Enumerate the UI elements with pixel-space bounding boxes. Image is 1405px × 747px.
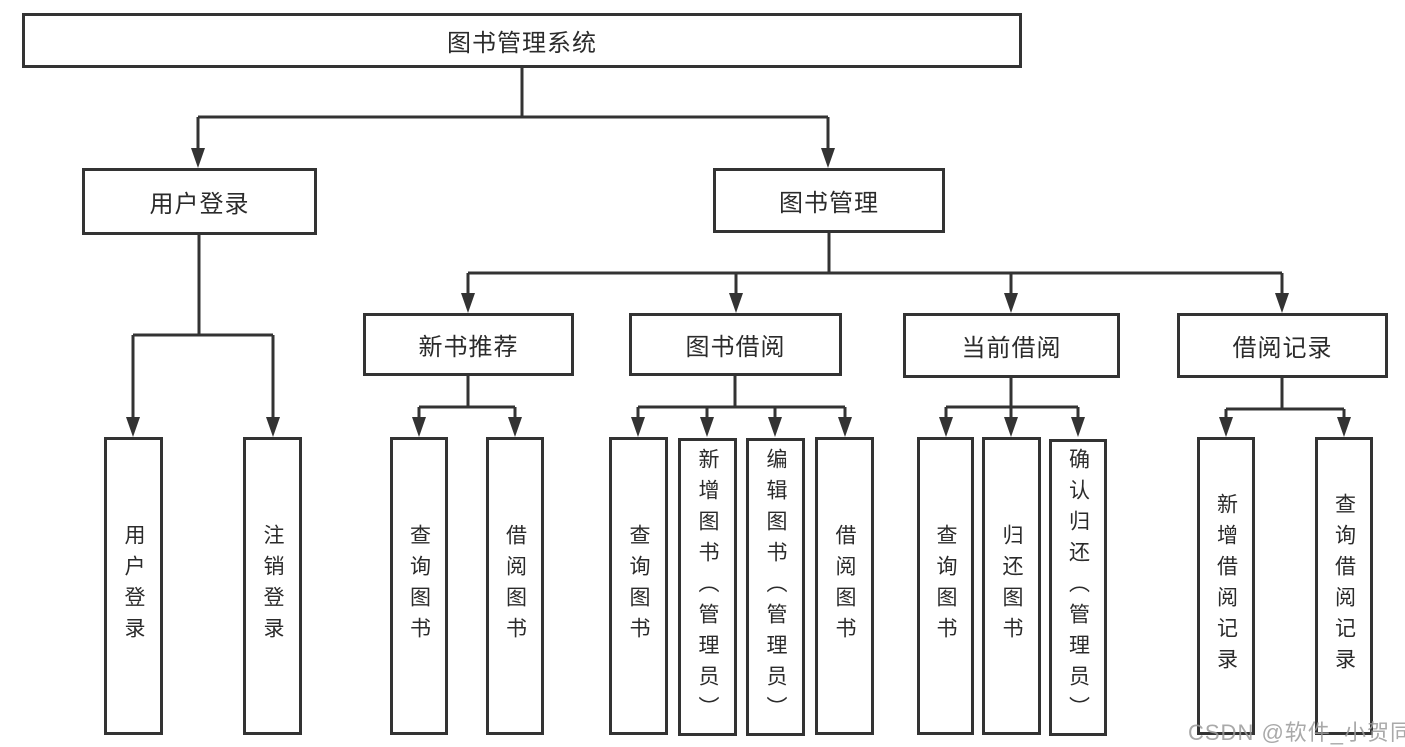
leaf-borrow-add-books-admin: 新增图书（管理员）: [678, 438, 737, 736]
node-book-borrow: 图书借阅: [629, 313, 842, 376]
leaf-record-query: 查询借阅记录: [1315, 437, 1373, 735]
leaf-current-query-books: 查询图书: [917, 437, 974, 735]
leaf-user-login: 用户登录: [104, 437, 163, 735]
leaf-recommend-query-books: 查询图书: [390, 437, 448, 735]
csdn-watermark: CSDN @软件_小贺同学: [1188, 720, 1405, 745]
leaf-borrow-query-books: 查询图书: [609, 437, 668, 735]
leaf-current-confirm-return-admin: 确认归还（管理员）: [1049, 439, 1107, 736]
node-root-system: 图书管理系统: [22, 13, 1022, 68]
node-current-borrow: 当前借阅: [903, 313, 1120, 378]
node-borrow-record: 借阅记录: [1177, 313, 1388, 378]
leaf-borrow-borrow-books: 借阅图书: [815, 437, 874, 735]
leaf-borrow-edit-books-admin: 编辑图书（管理员）: [746, 438, 805, 736]
leaf-recommend-borrow-books: 借阅图书: [486, 437, 544, 735]
leaf-current-return-books: 归还图书: [982, 437, 1041, 735]
node-user-login: 用户登录: [82, 168, 317, 235]
leaf-record-add: 新增借阅记录: [1197, 437, 1255, 735]
leaf-logout: 注销登录: [243, 437, 302, 735]
node-new-book-recommend: 新书推荐: [363, 313, 574, 376]
node-book-management: 图书管理: [713, 168, 945, 233]
